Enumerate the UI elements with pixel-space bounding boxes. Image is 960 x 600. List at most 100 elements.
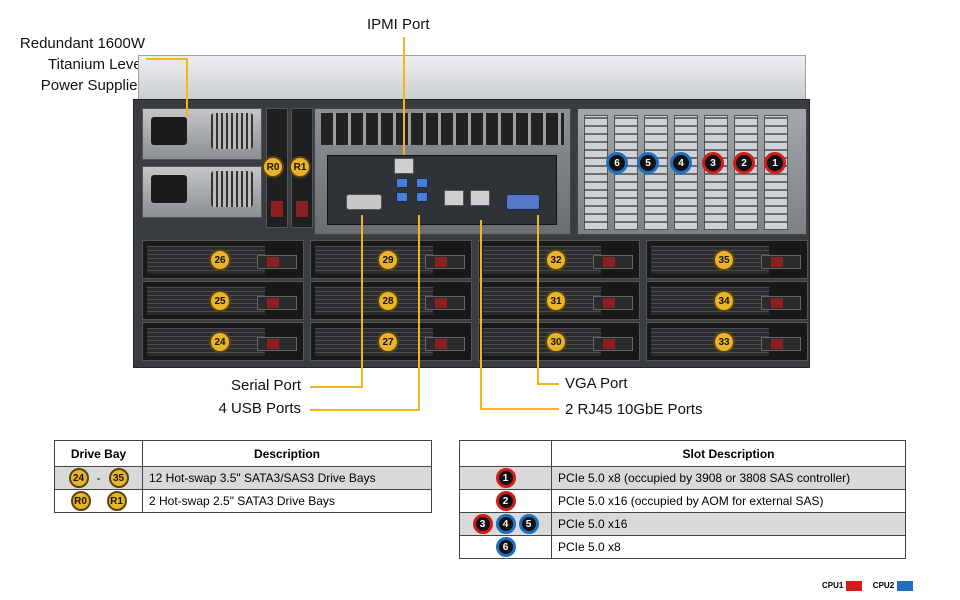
drive-bay-badge: 25 [209,290,231,312]
table-row: 6 PCIe 5.0 x8 [459,535,906,559]
slot-badge: 5 [518,514,539,534]
drive-grill [147,246,265,274]
drive-grill [483,328,601,356]
usb-port [396,192,408,202]
drive-bay: 31 [478,281,640,320]
description-cell: 2 Hot-swap 2.5" SATA3 Drive Bays [142,489,432,513]
range-dash: - [96,471,101,485]
usb-port [416,192,428,202]
fan-grill-icon [211,113,253,149]
chassis-top-cover [138,55,806,103]
table-header: Drive Bay [54,440,143,467]
callout-line [186,58,188,116]
table-header: Description [142,440,432,467]
callout-line [310,386,363,388]
drive-bay-badge: 26 [209,249,231,271]
rear-drive-badge: R0 [262,156,284,178]
drive-latch [435,339,447,349]
slot-badges: 2 [466,491,545,511]
power-plug-icon [151,175,187,203]
io-panel [327,155,557,225]
slot-badge: 6 [495,537,516,557]
psu-callout: Redundant 1600W Titanium Level Power Sup… [8,33,145,96]
table-row: R0 R1 2 Hot-swap 2.5" SATA3 Drive Bays [54,489,432,513]
drive-bay: 32 [478,240,640,279]
drive-bay: 25 [142,281,304,320]
drive-bay-badge: 27 [377,331,399,353]
psu-callout-line: Redundant 1600W [19,35,145,52]
drive-grill [315,246,433,274]
vga-port [506,194,540,210]
slot-badge: 3 [472,514,493,534]
table-row: 1 PCIe 5.0 x8 (occupied by 3908 or 3808 S… [459,466,906,490]
drive-bay: 29 [310,240,472,279]
rj45-callout: 2 RJ45 10GbE Ports [565,401,703,418]
drive-latch [603,257,615,267]
drive-bay-badge: 33 [713,331,735,353]
drive-badge: 24 [68,468,89,488]
drive-bay-table: Drive Bay Description 24 - 35 12 Hot-swa… [54,440,432,513]
drive-badge: R1 [106,491,127,511]
drive-grill [315,287,433,315]
callout-line [418,215,420,410]
description-cell: PCIe 5.0 x8 [551,535,906,559]
rj45-port [444,190,464,206]
pcie-slot-badge: 1 [764,152,786,174]
drive-grill [147,328,265,356]
drive-latch [267,298,279,308]
drive-bay-badge: 28 [377,290,399,312]
vent-grill [321,113,564,145]
drive-latch [267,339,279,349]
table-row: 24 - 35 12 Hot-swap 3.5" SATA3/SAS3 Driv… [54,466,432,490]
io-area [314,108,571,235]
drive-badges: 24 - 35 [61,468,136,488]
callout-line [403,37,405,155]
psu-callout-line: Power Supplies [40,77,145,94]
ipmi-callout: IPMI Port [367,16,430,33]
callout-line [537,383,559,385]
callout-line [537,215,539,385]
drive-bay: 30 [478,322,640,361]
callout-line [146,58,188,60]
slot-badge: 2 [495,491,516,511]
drive-grill [651,246,769,274]
server-rear-view: R0 R1 6 5 4 [133,55,810,368]
table-header [459,440,552,467]
drive-bay: 28 [310,281,472,320]
serial-callout: Serial Port [230,377,301,394]
pcie-slot-badge: 6 [606,152,628,174]
legend-item-cpu2: CPU2 [873,580,914,591]
power-supply [142,108,262,160]
drive-bay-badge: 29 [377,249,399,271]
usb-port [396,178,408,188]
drive-bay-badge: 35 [713,249,735,271]
callout-line [361,215,363,387]
drive-latch [435,298,447,308]
pcie-slot-badge: 3 [702,152,724,174]
drive-grill [651,328,769,356]
description-cell: PCIe 5.0 x16 [551,512,906,536]
drive-latch [296,201,308,217]
drive-bay: 27 [310,322,472,361]
drive-latch [603,298,615,308]
psu-callout-line: Titanium Level [48,56,145,73]
drive-latch [271,201,283,217]
drive-latch [435,257,447,267]
drive-bay: 26 [142,240,304,279]
pcie-slot-badge: 2 [733,152,755,174]
drive-bay-badge: 31 [545,290,567,312]
slot-badge: 1 [495,468,516,488]
description-cell: PCIe 5.0 x8 (occupied by 3908 or 3808 SA… [551,466,906,490]
drive-grill [483,246,601,274]
drive-badge: 35 [108,468,129,488]
usb-port [416,178,428,188]
drive-bay-badge: 34 [713,290,735,312]
drive-bay-badge: 30 [545,331,567,353]
slot-badges: 1 [466,468,545,488]
drive-grill [147,287,265,315]
drive-badge: R0 [70,491,91,511]
